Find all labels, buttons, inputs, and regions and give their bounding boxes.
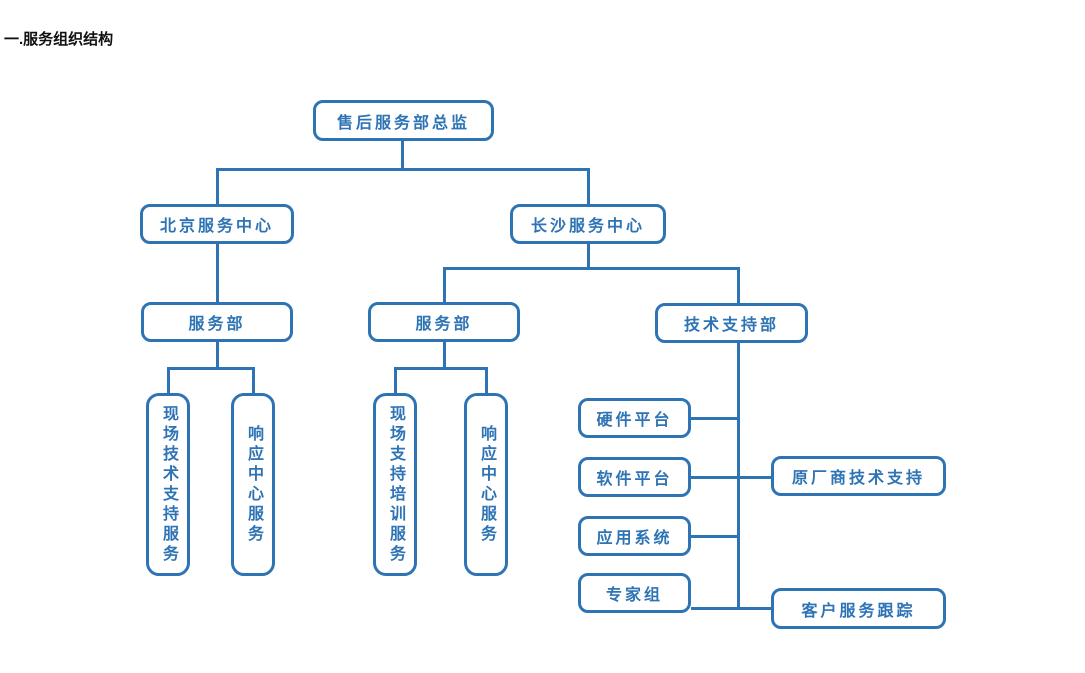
connector-root-stem [401,141,404,170]
connector-changsha-stem [587,244,590,268]
org-node-customer-service-tracking: 客户服务跟踪 [771,588,946,629]
connector-application-branch [691,535,739,538]
section-heading: 一.服务组织结构 [4,31,114,48]
connector-beijing-teams-horizontal [167,367,254,370]
connector-beijing-to-service [216,244,219,302]
connector-changsha-horizontal [443,267,739,270]
org-node-changsha-center: 长沙服务中心 [510,204,666,244]
connector-changsha-team1-drop [394,367,397,393]
connector-changsha-service-drop [443,267,446,302]
connector-changsha-team2-drop [485,367,488,393]
org-node-software-platform: 软件平台 [578,457,691,497]
connector-changsha-service-stem [443,342,446,368]
org-node-onsite-support-training-service: 现场支持培训服务 [373,393,417,576]
connector-beijing-team1-drop [167,367,170,393]
org-node-application-system: 应用系统 [578,516,691,556]
connector-beijing-drop [216,168,219,204]
connector-software-vendor-branch [691,476,771,479]
connector-expert-customer-branch [691,607,771,610]
org-node-changsha-service-dept: 服务部 [368,302,520,342]
org-node-response-center-service-changsha: 响应中心服务 [464,393,508,576]
org-node-root: 售后服务部总监 [313,100,494,141]
org-node-vendor-tech-support: 原厂商技术支持 [771,456,946,496]
org-node-tech-support-dept: 技术支持部 [655,303,808,343]
connector-changsha-teams-horizontal [394,367,487,370]
org-node-beijing-service-dept: 服务部 [141,302,293,342]
connector-changsha-drop [587,168,590,204]
org-node-response-center-service-beijing: 响应中心服务 [231,393,275,576]
org-node-beijing-center: 北京服务中心 [140,204,294,244]
org-node-expert-group: 专家组 [578,573,691,613]
connector-hardware-branch [691,417,739,420]
connector-beijing-team2-drop [252,367,255,393]
connector-tech-support-drop [737,267,740,303]
connector-level1-horizontal [216,168,590,171]
org-node-hardware-platform: 硬件平台 [578,398,691,438]
connector-beijing-service-stem [216,342,219,368]
org-node-onsite-tech-support-service: 现场技术支持服务 [146,393,190,576]
